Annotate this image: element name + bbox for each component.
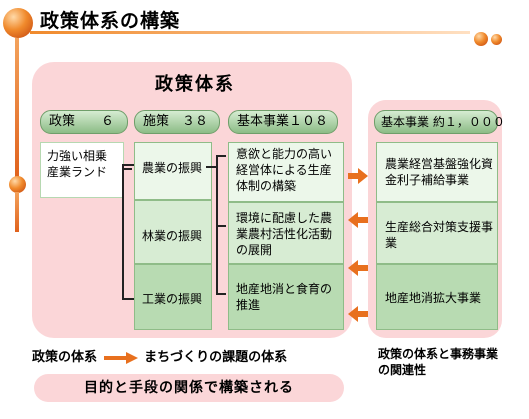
panel-title: 政策体系 [155,74,235,95]
side-line [15,192,19,232]
connector-line [216,225,226,227]
basic-project-item: 意欲と能力の高い経営体による生産体制の構築 [236,147,333,193]
side-line [15,38,19,178]
connector-line [124,168,132,170]
purpose-means-pill: 目的と手段の関係で構築される [34,374,344,402]
project-item: 農業経営基盤強化資金利子補給事業 [385,157,494,187]
measure-item: 農業の振興 [142,161,203,175]
basic-project-cell [228,202,344,264]
project-item: 地産地消拡大事業 [385,291,482,305]
policy-item: 力強い相乗産業ランド [40,142,124,198]
orange-ball-icon [474,32,488,46]
measure-cell [134,264,212,330]
caption-issue-system: まちづくりの課題の体系 [144,350,288,365]
caption-relation: 政策の体系と事務事業の関連性 [378,347,499,377]
basic-project-item: 環境に配慮した農業農村活性化活動の展開 [236,211,333,257]
caption-policy-system: 政策の体系 [32,350,98,365]
caption-policy-vs-issues: 政策の体系 まちづくりの課題の体系 [32,346,287,365]
project-item: 生産総合対策支援事業 [385,220,494,250]
connector-bracket [122,164,134,300]
header-basic-projects: 基本事業１０８ [228,110,338,134]
arrow-right-icon [348,168,368,184]
measure-item: 林業の振興 [142,229,203,243]
project-cell [376,202,498,264]
orange-ball-icon [9,176,26,193]
measure-cell [134,200,212,264]
header-basic-total: 基本事業 約１，０００ [374,110,505,134]
basic-project-cell [228,264,344,330]
basic-project-cell [228,142,344,202]
arrow-left-icon [348,306,368,322]
arrow-left-icon [348,260,368,276]
project-cell [376,264,498,330]
basic-project-item: 地産地消と食育の推進 [236,282,333,312]
page-title: 政策体系の構築 [40,10,181,32]
orange-ball-icon [491,34,502,45]
measure-item: 工業の振興 [142,292,203,306]
arrow-right-icon [103,351,138,364]
measure-cell [134,142,212,200]
connector-line [206,166,216,168]
title-underline [30,31,470,34]
project-cell [376,142,498,202]
arrow-left-icon [348,212,368,228]
header-measures: 施策 ３８ [134,110,220,134]
orange-ball-icon [3,8,33,38]
header-policy: 政策 ６ [40,110,128,134]
